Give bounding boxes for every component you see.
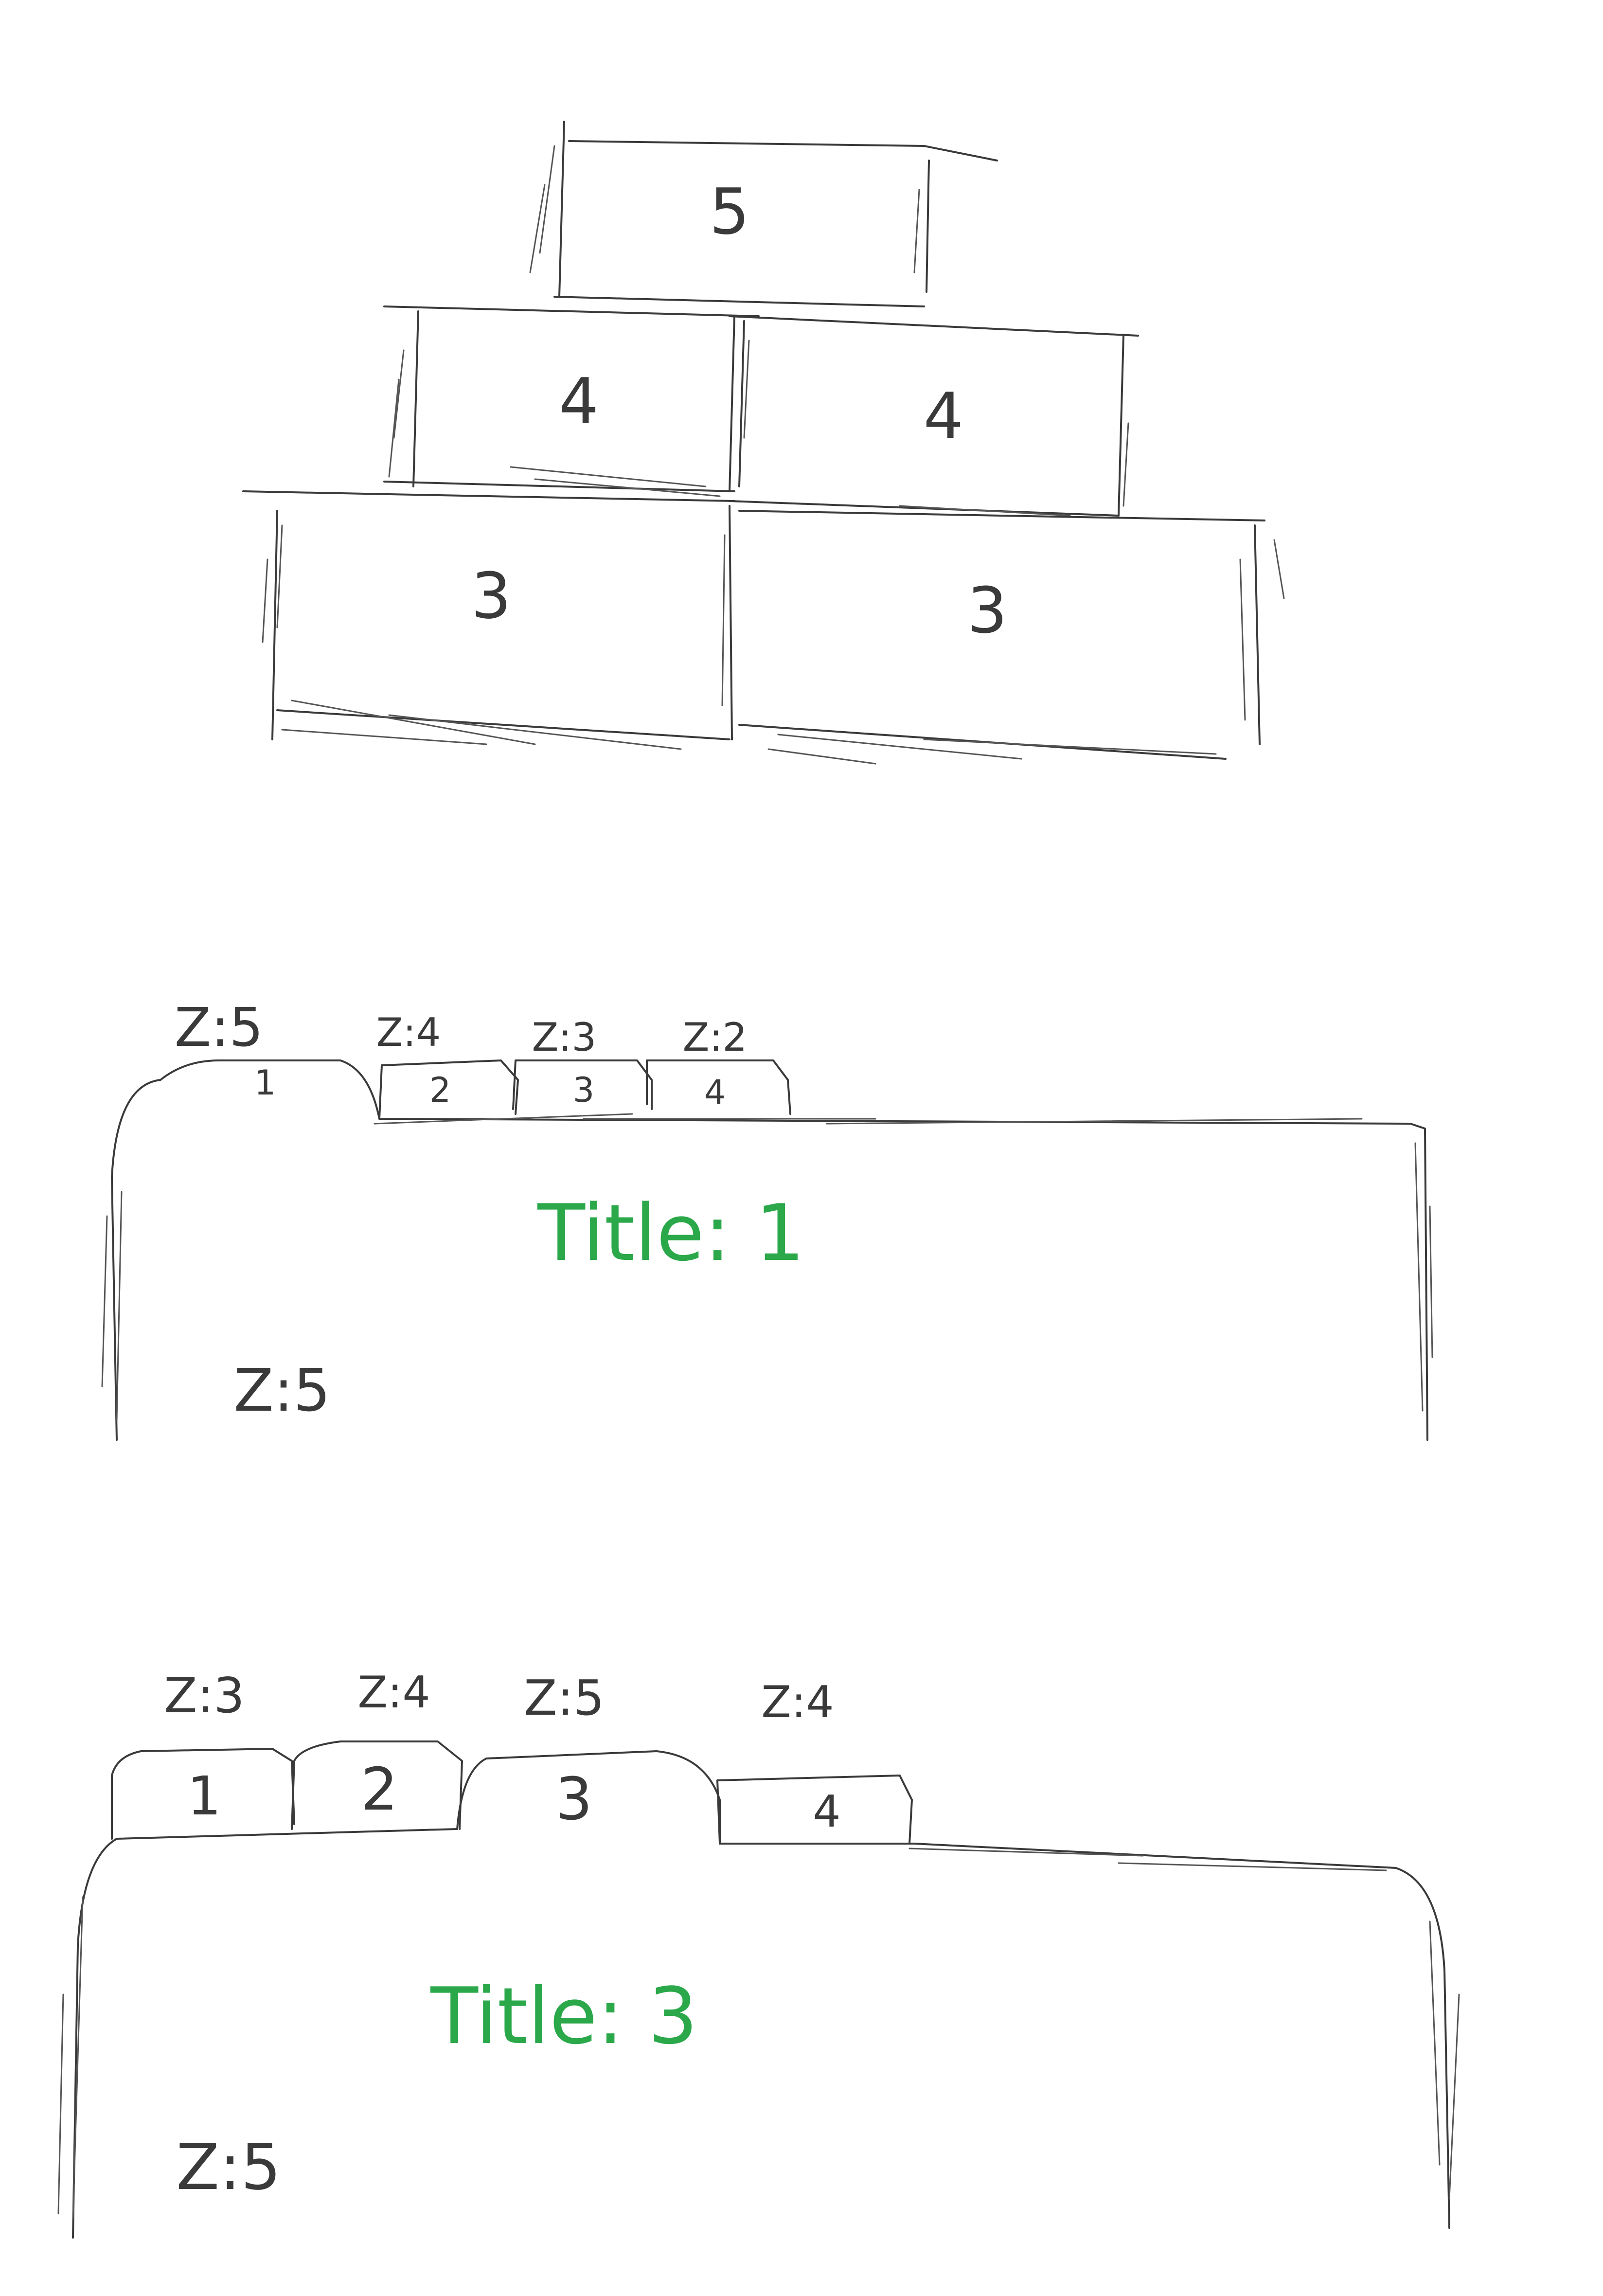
tab-1-z-label: Z:5 [175, 996, 263, 1058]
tab-1-ex2[interactable]: 1 [111, 1748, 295, 1840]
pyramid-block-middle-left-label: 4 [559, 364, 599, 438]
tab-3-z-label-2: Z:5 [524, 1669, 605, 1726]
tab-panel-1: 1 Title: 1 Z:5 [101, 1059, 1433, 1441]
tab-1-label: 1 [254, 1063, 276, 1103]
tab-example-1: Z:5 Z:4 Z:3 Z:2 4 3 2 1 Title: 1 Z:5 [101, 996, 1433, 1441]
tab-4-label: 4 [704, 1073, 726, 1112]
tab-4-z-label-2: Z:4 [761, 1677, 834, 1728]
tab-example-2: Z:3 Z:4 Z:5 Z:4 4 1 2 3 Title: 3 Z:5 [57, 1667, 1460, 2239]
pyramid-block-middle-right-label: 4 [924, 379, 964, 453]
tab-3-ex2[interactable]: 3 [555, 1766, 592, 1833]
pyramid-block-middle-right: 4 [729, 315, 1139, 517]
block-pyramid: 5 4 4 [242, 121, 1285, 765]
tab-1[interactable]: 1 [254, 1063, 276, 1103]
tab-1-label-ex2: 1 [187, 1765, 221, 1827]
panel-title-3: Title: 3 [430, 1971, 697, 2062]
tab-1-z-label-2: Z:3 [164, 1667, 245, 1724]
pyramid-block-bottom-left-label: 3 [471, 559, 512, 633]
tab-3[interactable]: 3 [512, 1059, 653, 1110]
tab-3-label: 3 [573, 1070, 595, 1110]
tab-panel-3: 3 Title: 3 Z:5 [57, 1750, 1460, 2239]
pyramid-block-bottom-right: 3 [738, 510, 1285, 765]
tab-2[interactable]: 2 [378, 1059, 519, 1120]
panel-z-label-3: Z:5 [176, 2130, 281, 2204]
tab-4-ex2[interactable]: 4 [716, 1775, 913, 1845]
tab-2-label-ex2: 2 [361, 1756, 398, 1824]
pyramid-block-bottom-left: 3 [242, 490, 735, 750]
panel-z-label-1: Z:5 [234, 1357, 331, 1425]
tab-2-z-label: Z:4 [376, 1010, 441, 1055]
pyramid-block-middle-left: 4 [383, 305, 760, 497]
tab-4-label-ex2: 4 [813, 1786, 840, 1837]
pyramid-block-top: 5 [529, 121, 998, 307]
pyramid-block-top-label: 5 [710, 175, 750, 249]
pyramid-block-bottom-right-label: 3 [967, 574, 1008, 647]
tab-2-ex2[interactable]: 2 [291, 1740, 463, 1830]
panel-title-1: Title: 1 [537, 1187, 804, 1278]
tab-3-z-label: Z:3 [532, 1015, 597, 1060]
tab-4-z-label: Z:2 [683, 1015, 748, 1060]
tab-2-label: 2 [429, 1070, 451, 1110]
tab-2-z-label-2: Z:4 [357, 1667, 430, 1718]
tab-4[interactable]: 4 [646, 1059, 791, 1115]
tab-3-label-ex2: 3 [555, 1766, 592, 1833]
